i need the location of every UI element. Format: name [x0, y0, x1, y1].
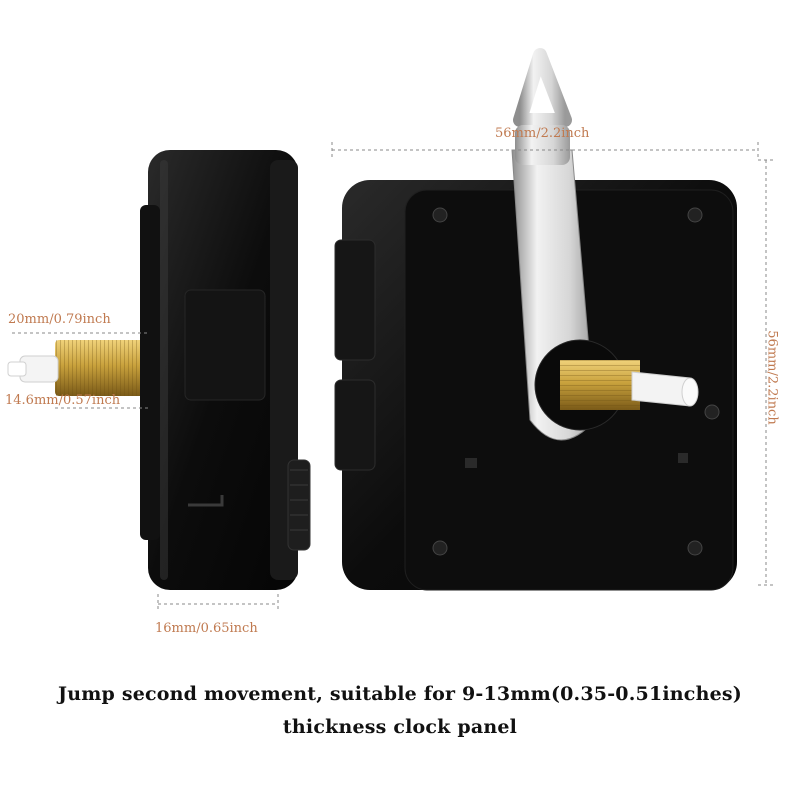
front-dimension-lines	[331, 142, 774, 586]
caption-line-2: thickness clock panel	[282, 716, 518, 738]
front-view-movement	[334, 48, 737, 591]
hanger-loop	[513, 48, 572, 127]
side-view-movement	[7, 150, 311, 590]
body-depth-label: 16mm/0.65inch	[155, 621, 258, 636]
shaft-length-label: 20mm/0.79inch	[8, 312, 111, 327]
caption-line-1: Jump second movement, suitable for 9-13m…	[58, 683, 742, 705]
width-dimension-label: 56mm/2.2inch	[495, 126, 590, 141]
height-dimension-label: 56mm/2.2inch	[764, 330, 780, 425]
thread-length-label: 14.6mm/0.57inch	[5, 393, 121, 408]
side-dimension-lines	[12, 332, 279, 612]
